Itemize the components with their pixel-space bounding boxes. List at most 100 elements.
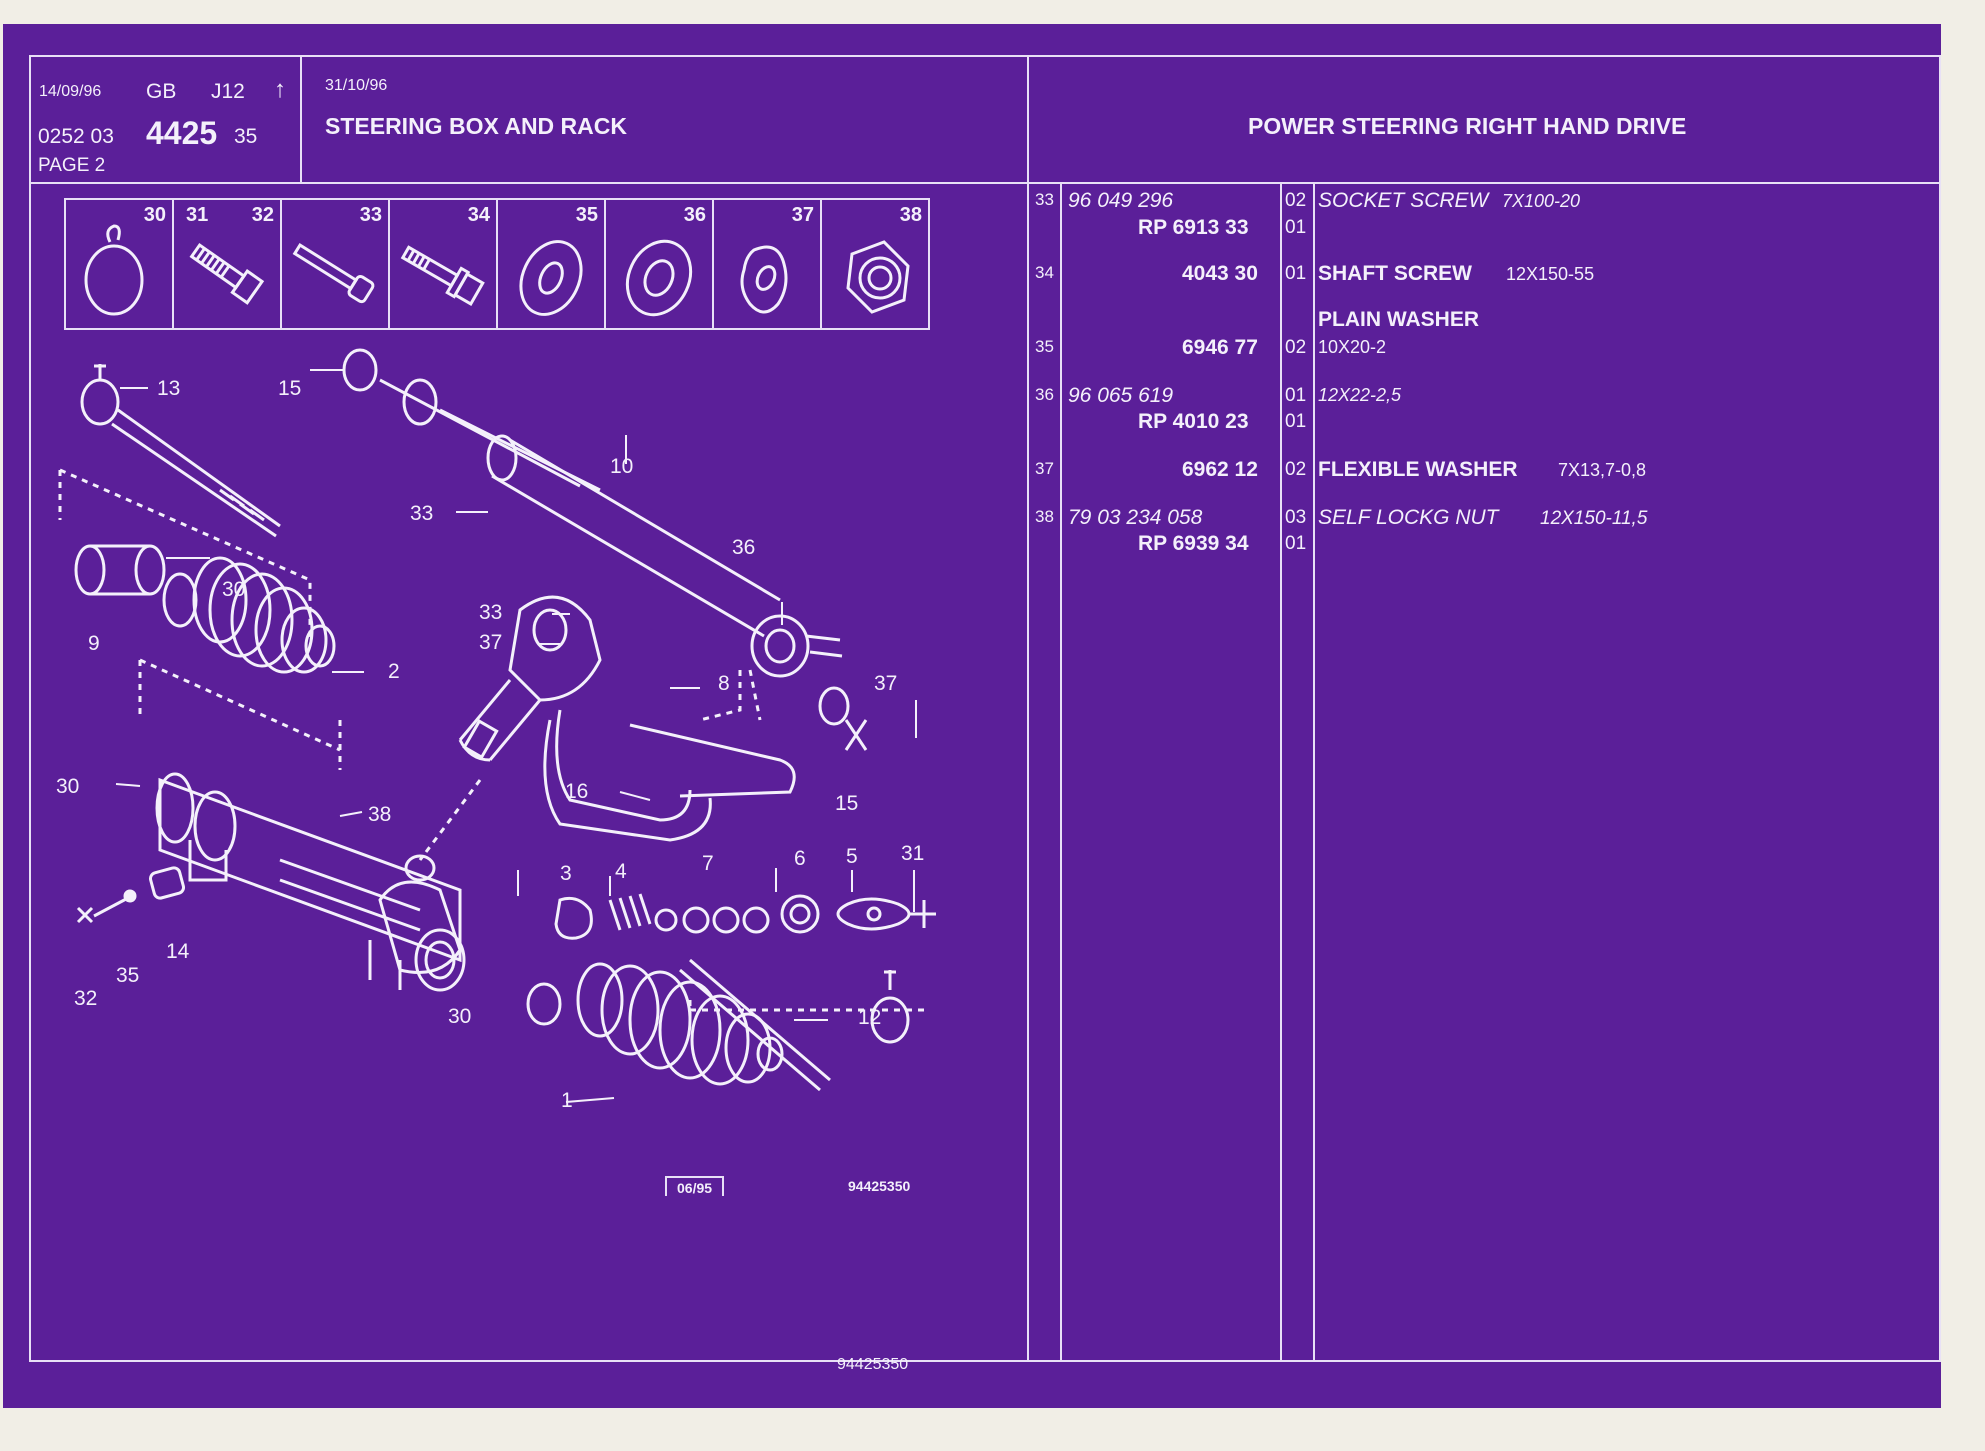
part-pos: 33 [1035, 190, 1054, 209]
callout-30c: 30 [448, 1005, 472, 1028]
callout-35: 35 [116, 964, 140, 987]
part-qty: 02 [1285, 190, 1307, 211]
header-date2: 31/10/96 [325, 77, 388, 94]
header-page: PAGE 2 [38, 155, 106, 176]
callout-37b: 37 [874, 672, 898, 695]
flexible-washer-icon [740, 245, 788, 314]
washer-icon [625, 239, 693, 317]
callout-2: 2 [388, 660, 400, 683]
callout-1: 1 [561, 1089, 573, 1112]
callout-5: 5 [846, 845, 858, 868]
part-desc: SHAFT SCREW [1318, 262, 1472, 285]
part-ref: 96 065 619 [1068, 384, 1174, 407]
part-pos: 36 [1035, 385, 1054, 404]
thumb-38: 38 [822, 200, 928, 328]
parts-sheet [3, 24, 1941, 1408]
thumb-35: 35 [498, 200, 606, 328]
thumb-number: 31 [186, 204, 209, 226]
part-pos: 34 [1035, 263, 1054, 282]
thumb-number: 37 [791, 204, 814, 226]
callout-15: 15 [278, 377, 302, 400]
thumb-number: 34 [467, 204, 490, 226]
thumb-number: 38 [899, 204, 922, 226]
header-ref-suffix: 35 [234, 125, 258, 148]
part-spec: 12X150-11,5 [1540, 508, 1648, 529]
part-ref: 96 049 296 [1068, 189, 1174, 212]
callout-16: 16 [565, 780, 589, 803]
callout-7: 7 [702, 852, 714, 875]
callout-4: 4 [615, 860, 627, 883]
part-ref-rp: RP 6939 34 [1138, 532, 1249, 555]
footer-ref: 94425350 [837, 1356, 909, 1373]
part-desc: PLAIN WASHER [1318, 308, 1480, 331]
thumb-number: 35 [575, 204, 598, 226]
sheet-frame [29, 55, 1941, 1362]
thumb-number: 32 [251, 204, 274, 226]
drawing-ref: 94425350 [848, 1178, 911, 1194]
part-pos: 37 [1035, 459, 1054, 478]
exploded-diagram [58, 348, 936, 1103]
plain-washer-icon [519, 240, 583, 316]
pos-col-divider [1060, 182, 1062, 1362]
callout-32: 32 [74, 987, 98, 1010]
part-pos: 35 [1035, 337, 1054, 356]
thumb-number: 33 [359, 204, 382, 226]
callout-37: 37 [479, 631, 503, 654]
thumb-30: 30 [66, 200, 174, 328]
callout-6: 6 [794, 847, 806, 870]
callout-13: 13 [157, 377, 181, 400]
callout-33b: 33 [479, 601, 503, 624]
part-qty: 03 [1285, 507, 1307, 528]
callout-12: 12 [858, 1006, 882, 1029]
revision-stamp: 06/95 [665, 1176, 725, 1196]
ref-col-divider [1280, 182, 1282, 1362]
shaft-screw-icon [400, 245, 485, 306]
part-desc: SELF LOCKG NUT [1318, 506, 1499, 529]
callout-30: 30 [222, 578, 246, 601]
callout-8: 8 [718, 672, 730, 695]
circlip-icon [84, 224, 144, 316]
part-qty: 02 [1285, 337, 1307, 358]
part-spec: 7X100-20 [1502, 191, 1581, 211]
thumb-36: 36 [606, 200, 714, 328]
socket-screw-icon [292, 242, 375, 304]
callout-33: 33 [410, 502, 434, 525]
part-ref: 6946 77 [1182, 336, 1258, 359]
header-date1: 14/09/96 [39, 83, 102, 100]
callout-30b: 30 [56, 775, 80, 798]
part-qty: 02 [1285, 459, 1307, 480]
thumb-number: 30 [143, 204, 166, 226]
thumb-number: 36 [683, 204, 706, 226]
part-qty: 01 [1285, 411, 1307, 432]
header-arrow: ↑ [274, 76, 286, 103]
header-model: J12 [211, 80, 245, 103]
part-ref: 6962 12 [1182, 458, 1258, 481]
callout-36: 36 [732, 536, 756, 559]
callout-38: 38 [368, 803, 392, 826]
bolt-icon [189, 242, 265, 305]
part-qty: 01 [1285, 217, 1307, 238]
lock-nut-icon [846, 240, 910, 314]
header-country: GB [146, 80, 177, 103]
callout-3: 3 [560, 862, 572, 885]
thumb-34: 34 [390, 200, 498, 328]
part-ref: 79 03 234 058 [1068, 506, 1203, 529]
part-spec: 10X20-2 [1318, 337, 1387, 357]
thumb-31-32: 31 32 [174, 200, 282, 328]
callout-14: 14 [166, 940, 190, 963]
part-spec: 12X150-55 [1506, 264, 1595, 284]
callout-31: 31 [901, 842, 925, 865]
header-ref-main: 4425 [146, 115, 218, 151]
part-spec: 12X22-2,5 [1318, 385, 1402, 405]
callout-15b: 15 [835, 792, 859, 815]
header-left-divider [300, 55, 302, 183]
part-ref: 4043 30 [1182, 262, 1258, 285]
thumb-33: 33 [282, 200, 390, 328]
part-qty: 01 [1285, 533, 1307, 554]
part-qty: 01 [1285, 385, 1307, 406]
callout-10: 10 [610, 455, 634, 478]
part-spec: 7X13,7-0,8 [1558, 460, 1647, 480]
part-desc: SOCKET SCREW [1318, 189, 1489, 212]
part-ref-rp: RP 6913 33 [1138, 216, 1249, 239]
part-ref-rp: RP 4010 23 [1138, 410, 1249, 433]
